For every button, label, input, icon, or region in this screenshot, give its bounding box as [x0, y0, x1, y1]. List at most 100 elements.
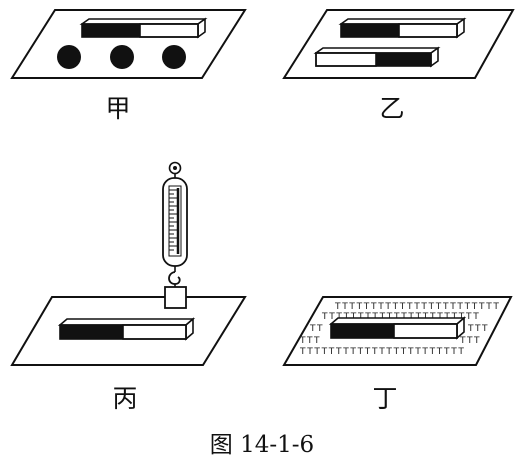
iron-filing-mark: T [364, 312, 371, 322]
iron-filing-mark: T [379, 312, 386, 322]
bar-magnet-icon [338, 17, 467, 39]
iron-filing-mark: T [413, 302, 420, 312]
iron-filing-mark: T [393, 312, 400, 322]
iron-ball-icon [57, 45, 81, 69]
spring-scale-icon [162, 161, 188, 287]
bar-magnet-icon [79, 17, 208, 39]
iron-filing-mark: T [392, 302, 399, 312]
iron-filing-mark: T [407, 347, 414, 357]
iron-filing-mark: T [328, 347, 335, 357]
iron-ball-icon [162, 45, 186, 69]
iron-filing-mark: T [450, 347, 457, 357]
iron-filing-mark: T [443, 347, 450, 357]
iron-filing-mark: T [436, 347, 443, 357]
iron-filing-mark: T [306, 347, 313, 357]
iron-filing-mark: T [335, 347, 342, 357]
iron-filing-mark: T [459, 336, 466, 346]
iron-filing-mark: T [464, 302, 471, 312]
iron-filing-mark: T [313, 347, 320, 357]
iron-filing-mark: T [350, 312, 357, 322]
iron-filing-mark: T [449, 302, 456, 312]
iron-filing-mark: T [321, 347, 328, 357]
iron-filing-mark: T [435, 302, 442, 312]
panel-label-jia: 甲 [105, 94, 130, 123]
iron-filing-mark: T [481, 324, 488, 334]
panel-label-bing: 丙 [112, 384, 137, 413]
iron-filing-mark: T [328, 312, 335, 322]
bar-magnet-icon [328, 316, 467, 340]
iron-filing-mark: T [316, 324, 323, 334]
iron-filing-mark: T [399, 302, 406, 312]
iron-filing-mark: T [471, 302, 478, 312]
iron-filing-mark: T [467, 324, 474, 334]
figure-caption: 图 14-1-6 [210, 432, 314, 458]
iron-filing-mark: T [334, 302, 341, 312]
iron-filing-mark: T [309, 324, 316, 334]
iron-filing-mark: T [420, 302, 427, 312]
panel-yi: 乙 [282, 9, 515, 123]
iron-filing-mark: T [299, 347, 306, 357]
panel-bing: 丙 [10, 161, 247, 413]
iron-filing-mark: T [370, 302, 377, 312]
iron-filing-mark: T [473, 336, 480, 346]
iron-filing-mark: T [429, 347, 436, 357]
iron-filing-mark: T [343, 312, 350, 322]
iron-filing-mark: T [442, 302, 449, 312]
iron-ball-icon-group [57, 45, 186, 69]
iron-filing-mark: T [456, 302, 463, 312]
iron-filing-mark: T [472, 312, 479, 322]
iron-ball-icon [110, 45, 134, 69]
iron-filing-mark: T [313, 336, 320, 346]
iron-filing-mark: T [492, 302, 499, 312]
iron-filing-mark: T [371, 347, 378, 357]
panel-jia: 甲 [10, 9, 247, 123]
iron-filing-mark: T [406, 302, 413, 312]
iron-filing-mark: T [466, 336, 473, 346]
iron-filing-mark: T [385, 347, 392, 357]
iron-filing-mark: T [357, 347, 364, 357]
iron-filing-mark: T [428, 302, 435, 312]
iron-filing-mark: T [422, 312, 429, 322]
iron-filing-mark: T [386, 312, 393, 322]
panel-label-ding: 丁 [372, 384, 397, 413]
iron-filing-mark: T [478, 302, 485, 312]
iron-filing-mark: T [400, 347, 407, 357]
iron-filing-mark: T [485, 302, 492, 312]
iron-filing-mark: T [421, 347, 428, 357]
iron-filing-mark: T [457, 347, 464, 357]
panel-label-yi: 乙 [379, 94, 404, 123]
iron-filing-mark: T [474, 324, 481, 334]
iron-filing-mark: T [348, 302, 355, 312]
iron-filing-mark: T [371, 312, 378, 322]
iron-filing-mark: T [363, 302, 370, 312]
iron-block-icon [164, 286, 187, 309]
iron-filing-mark: T [393, 347, 400, 357]
iron-filing-mark: T [299, 336, 306, 346]
iron-filing-mark: T [335, 312, 342, 322]
iron-filing-mark: T [465, 312, 472, 322]
iron-filing-mark: T [429, 312, 436, 322]
iron-filing-mark: T [342, 347, 349, 357]
bar-magnet-icon [313, 46, 441, 68]
iron-filing-mark: T [415, 312, 422, 322]
iron-filing-mark: T [384, 302, 391, 312]
iron-filing-mark: T [436, 312, 443, 322]
iron-filing-mark: T [321, 312, 328, 322]
iron-filing-mark: T [458, 312, 465, 322]
iron-filing-mark: T [306, 336, 313, 346]
iron-filing-mark: T [356, 302, 363, 312]
iron-filing-mark: T [400, 312, 407, 322]
iron-filing-mark: T [349, 347, 356, 357]
iron-filing-mark: T [377, 302, 384, 312]
iron-filing-mark: T [451, 312, 458, 322]
iron-filing-mark: T [414, 347, 421, 357]
iron-filing-mark: T [407, 312, 414, 322]
iron-filing-mark: T [443, 312, 450, 322]
iron-filing-mark: T [378, 347, 385, 357]
iron-filing-mark: T [364, 347, 371, 357]
iron-filing-mark: T [341, 302, 348, 312]
iron-filing-mark: T [357, 312, 364, 322]
bar-magnet-icon [57, 317, 196, 341]
